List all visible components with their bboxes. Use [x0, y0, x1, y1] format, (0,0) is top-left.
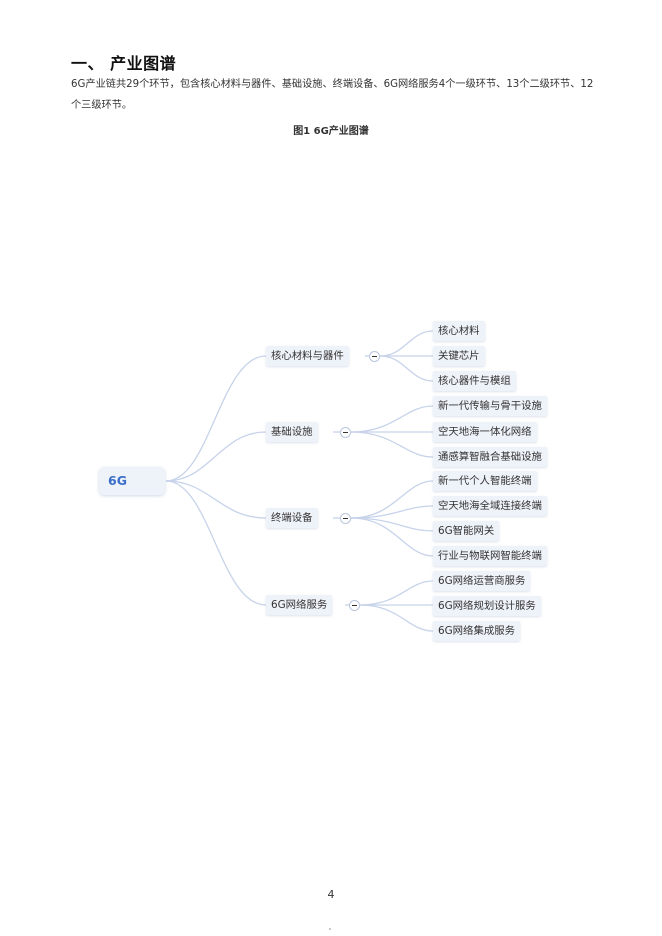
leaf-node[interactable]: 核心器件与模组	[433, 371, 516, 391]
connector-root-branch-3	[165, 480, 267, 519]
connector-root-branch-1	[165, 355, 267, 482]
collapse-toggle-icon[interactable]	[340, 427, 351, 438]
footer-dot	[329, 928, 331, 930]
connector-root-branch-4	[165, 480, 267, 606]
leaf-node[interactable]: 行业与物联网智能终端	[433, 546, 547, 566]
mindmap-root[interactable]: 6G	[99, 467, 165, 495]
branch-core-materials[interactable]: 核心材料与器件	[266, 346, 349, 366]
connector-b4-c1	[359, 580, 434, 606]
page-number: 4	[327, 888, 335, 901]
leaf-node[interactable]: 空天地海一体化网络	[433, 422, 537, 442]
leaf-node[interactable]: 6G网络集成服务	[433, 621, 521, 641]
collapse-toggle-icon[interactable]	[340, 513, 351, 524]
leaf-node[interactable]: 新一代个人智能终端	[433, 471, 537, 491]
leaf-node[interactable]: 核心材料	[433, 321, 485, 341]
connector-b4-c3	[359, 604, 434, 632]
connector-b2-c1	[350, 405, 434, 433]
collapse-toggle-icon[interactable]	[349, 600, 360, 611]
connector-b3-c2	[350, 505, 434, 519]
section-heading: 一、 产业图谱	[71, 54, 177, 73]
connector-b1-c3	[379, 355, 434, 382]
leaf-node[interactable]: 新一代传输与骨干设施	[433, 396, 547, 416]
branch-network-services[interactable]: 6G网络服务	[266, 595, 333, 615]
collapse-toggle-icon[interactable]	[369, 351, 380, 362]
leaf-node[interactable]: 6G网络规划设计服务	[433, 596, 541, 616]
figure-caption: 图1 6G产业图谱	[293, 126, 369, 137]
leaf-node[interactable]: 6G网络运营商服务	[433, 571, 531, 591]
leaf-node[interactable]: 6G智能网关	[433, 521, 500, 541]
leaf-node[interactable]: 空天地海全域连接终端	[433, 496, 547, 516]
connector-b1-c1	[379, 330, 434, 357]
section-paragraph: 6G产业链共29个环节，包含核心材料与器件、基础设施、终端设备、6G网络服务4个…	[71, 79, 594, 111]
leaf-node[interactable]: 通感算智融合基础设施	[433, 447, 547, 467]
connector-b3-c3	[350, 517, 434, 532]
leaf-node[interactable]: 关键芯片	[433, 346, 485, 366]
branch-terminal-devices[interactable]: 终端设备	[266, 508, 318, 528]
connector-root-branch-2	[165, 431, 267, 482]
connector-b3-c1	[350, 480, 434, 519]
connector-b2-c3	[350, 431, 434, 458]
branch-infrastructure[interactable]: 基础设施	[266, 422, 318, 442]
connector-b3-c4	[350, 517, 434, 557]
